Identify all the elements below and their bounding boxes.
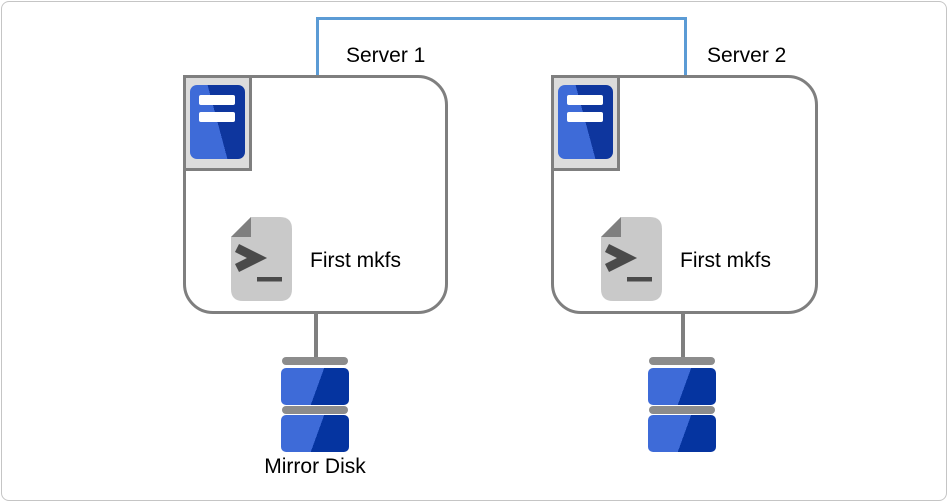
server1-mirror-disk-icon	[281, 357, 349, 452]
disk-platter-cap	[649, 357, 715, 365]
server-interconnect-line	[316, 17, 687, 75]
server2-script-label: First mkfs	[680, 249, 771, 272]
disk-platter	[648, 415, 716, 452]
disk-platter	[281, 415, 349, 452]
server1-disk-connector-line	[314, 313, 318, 358]
server2-label: Server 2	[707, 44, 787, 67]
disk-platter	[648, 368, 716, 405]
server-chassis-icon	[190, 85, 245, 159]
disk-platter-cap	[649, 406, 715, 414]
shell-script-icon	[230, 216, 293, 302]
server2-disk-connector-line	[681, 313, 685, 358]
mirror-disk-label: Mirror Disk	[264, 455, 366, 478]
server-slot-icon	[199, 95, 235, 105]
disk-platter-cap	[282, 357, 348, 365]
server1-label: Server 1	[346, 44, 426, 67]
disk-platter	[281, 368, 349, 405]
server-chassis-icon	[558, 85, 613, 159]
server2-server-icon	[551, 75, 620, 171]
server-slot-icon	[199, 112, 235, 122]
server1-script-label: First mkfs	[310, 249, 401, 272]
server2-mirror-disk-icon	[648, 357, 716, 452]
server-slot-icon	[567, 112, 603, 122]
shell-script-icon	[600, 216, 663, 302]
server1-server-icon	[183, 75, 252, 171]
server-slot-icon	[567, 95, 603, 105]
disk-platter-cap	[282, 406, 348, 414]
